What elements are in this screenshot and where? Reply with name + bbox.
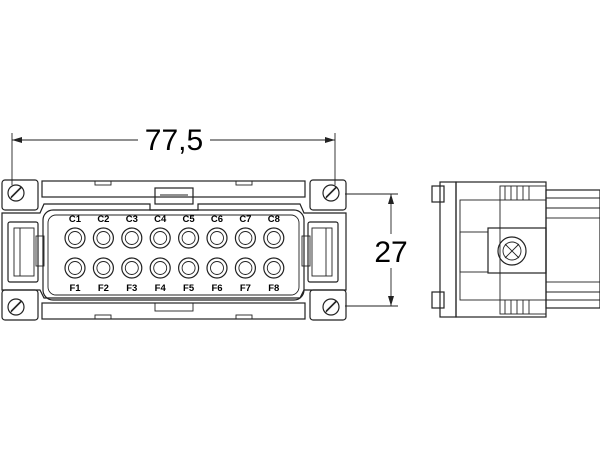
pin-contact-c3 — [121, 227, 143, 249]
pin-contact-c5 — [178, 227, 200, 249]
front-view: C1 C2 C3 C4 C5 C6 C7 C8 F1 F2 F3 F4 F5 F6 F7 F8 — [1, 179, 347, 321]
pin-contact-f2 — [92, 257, 115, 279]
mounting-screw-bottom-right — [309, 289, 347, 321]
pin-socket-c3 — [124, 231, 139, 245]
width-dimension-label: 77,5 — [145, 124, 203, 157]
pin-socket-c5 — [181, 231, 196, 245]
pin-socket-f3 — [124, 261, 139, 275]
pin-contact-f1 — [64, 257, 86, 279]
pin-label-f8: F8 — [268, 283, 279, 294]
pin-label-f4: F4 — [155, 283, 167, 294]
pin-contact-c8 — [263, 227, 285, 249]
thread-bottom — [499, 299, 547, 315]
pin-contact-c1 — [64, 227, 86, 249]
pin-socket-f4 — [153, 261, 168, 275]
pin-socket-f1 — [68, 261, 82, 275]
pin-contact-f4 — [149, 257, 171, 279]
earth-screw — [497, 236, 527, 266]
pin-label-f5: F5 — [183, 283, 195, 294]
mounting-screw-top-left — [1, 179, 39, 211]
pin-label-c7: C7 — [239, 214, 251, 225]
pin-label-f7: F7 — [240, 283, 251, 294]
pin-label-f3: F3 — [126, 283, 137, 294]
mounting-screw-bottom-left — [1, 289, 39, 321]
pin-row-c: C1 C2 C3 C4 C5 C6 C7 C8 — [64, 214, 285, 249]
height-dimension: 27 — [345, 193, 408, 307]
mounting-screw-top-right — [309, 179, 347, 211]
pin-label-c2: C2 — [97, 214, 109, 225]
pin-label-c1: C1 — [69, 214, 82, 225]
pin-socket-c4 — [153, 231, 168, 245]
pin-label-f1: F1 — [69, 283, 81, 294]
pin-contact-c2 — [92, 227, 115, 249]
pin-socket-f5 — [181, 261, 196, 275]
pin-socket-c8 — [266, 231, 281, 245]
pin-label-c5: C5 — [183, 214, 196, 225]
pin-socket-f6 — [210, 261, 224, 275]
pin-contact-f6 — [206, 257, 228, 279]
pin-socket-f8 — [266, 261, 281, 275]
height-dimension-label: 27 — [374, 236, 407, 269]
pin-socket-f7 — [238, 261, 253, 275]
pin-socket-c1 — [68, 231, 82, 245]
side-view — [431, 181, 600, 318]
pin-socket-c2 — [96, 231, 111, 245]
thread-top — [499, 185, 547, 201]
pin-label-c6: C6 — [211, 214, 223, 225]
pin-socket-c6 — [210, 231, 224, 245]
width-dimension: 77,5 — [11, 124, 336, 185]
pin-contact-f3 — [121, 257, 143, 279]
pin-contact-c7 — [234, 227, 256, 249]
pin-label-f6: F6 — [211, 283, 222, 294]
pin-contact-f7 — [234, 257, 256, 279]
pin-row-f: F1 F2 F3 F4 F5 F6 F7 F8 — [64, 257, 285, 294]
pin-label-c3: C3 — [126, 214, 138, 225]
pin-contact-c6 — [206, 227, 228, 249]
pin-contact-f5 — [178, 257, 200, 279]
pin-socket-f2 — [96, 261, 111, 275]
pin-label-f2: F2 — [98, 283, 109, 294]
pin-contact-c4 — [149, 227, 171, 249]
pin-label-c8: C8 — [268, 214, 280, 225]
pin-label-c4: C4 — [154, 214, 167, 225]
pin-socket-c7 — [238, 231, 253, 245]
pin-contact-f8 — [263, 257, 285, 279]
